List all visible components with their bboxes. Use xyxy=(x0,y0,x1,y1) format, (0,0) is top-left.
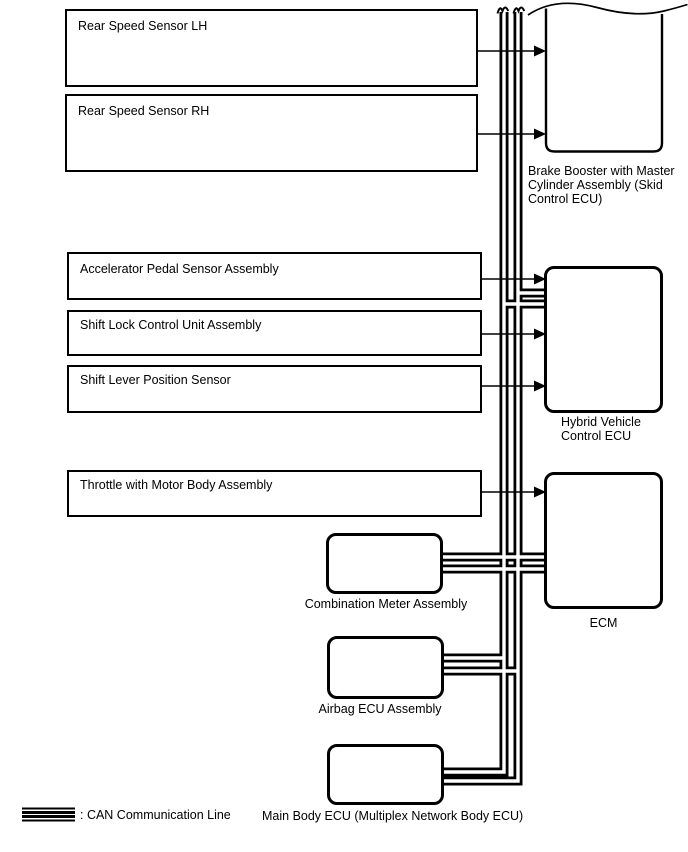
node-label: Shift Lock Control Unit Assembly xyxy=(80,318,262,332)
node-label: Throttle with Motor Body Assembly xyxy=(80,478,273,492)
legend-can-communication-line: : CAN Communication Line xyxy=(80,808,231,822)
node-label: Accelerator Pedal Sensor Assembly xyxy=(80,262,279,276)
brake-booster-box xyxy=(527,2,688,153)
label-main-body-ecu: Main Body ECU (Multiplex Network Body EC… xyxy=(262,809,524,823)
label-brake-booster: Brake Booster with Master Cylinder Assem… xyxy=(528,164,675,206)
label-ecm: ECM xyxy=(589,616,618,630)
node-hybrid-vehicle-control-ecu xyxy=(544,266,663,413)
torn-edge-wave xyxy=(527,2,688,16)
node-label: Rear Speed Sensor LH xyxy=(78,19,208,33)
node-shift-lever-position-sensor: Shift Lever Position Sensor xyxy=(67,365,482,413)
bus-top-break-marks xyxy=(496,6,526,14)
label-hybrid-vehicle-control-ecu: Hybrid Vehicle Control ECU xyxy=(561,415,641,443)
signal-arrowheads xyxy=(534,45,546,498)
node-rear-speed-sensor-lh: Rear Speed Sensor LH xyxy=(65,9,478,87)
node-shift-lock-control-unit: Shift Lock Control Unit Assembly xyxy=(67,310,482,356)
node-ecm xyxy=(544,472,663,609)
node-airbag-ecu xyxy=(327,636,444,699)
node-accelerator-pedal-sensor: Accelerator Pedal Sensor Assembly xyxy=(67,252,482,300)
node-label: Shift Lever Position Sensor xyxy=(80,373,231,387)
can-line-symbol xyxy=(22,807,75,822)
label-combination-meter: Combination Meter Assembly xyxy=(304,597,468,611)
can-bus-line-cores xyxy=(441,12,547,783)
node-rear-speed-sensor-rh: Rear Speed Sensor RH xyxy=(65,94,478,172)
node-throttle-with-motor-body: Throttle with Motor Body Assembly xyxy=(67,470,482,517)
signal-arrows xyxy=(478,50,535,493)
node-label: Rear Speed Sensor RH xyxy=(78,104,210,118)
node-main-body-ecu xyxy=(327,744,444,805)
node-combination-meter xyxy=(326,533,443,594)
label-airbag-ecu: Airbag ECU Assembly xyxy=(318,702,442,716)
